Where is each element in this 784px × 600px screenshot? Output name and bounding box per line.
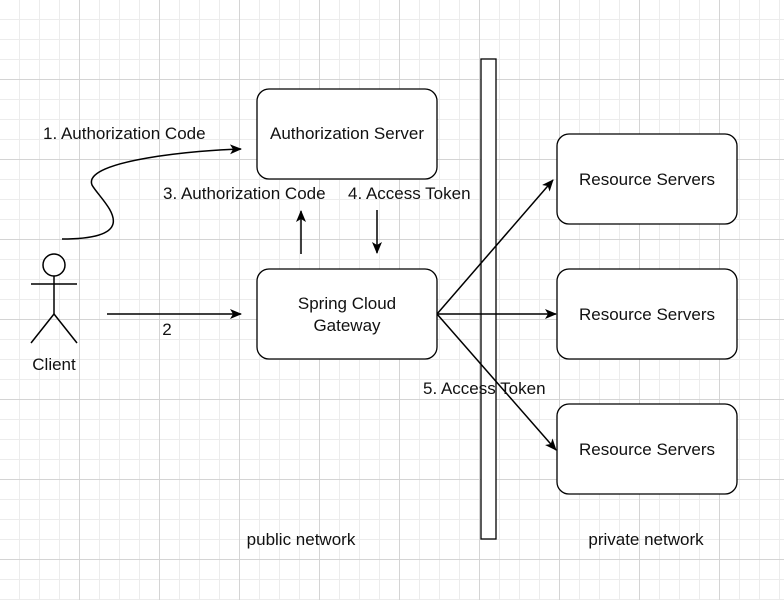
- edge-label-auth-server-to-gateway: 4. Access Token: [348, 184, 471, 203]
- client-actor-label: Client: [32, 355, 76, 374]
- resource-server-box-1: [556, 133, 738, 225]
- authorization-server-label: Authorization Server: [270, 124, 424, 143]
- resource-server-box-3: [556, 403, 738, 495]
- gateway-label-line-2: Gateway: [313, 316, 381, 335]
- resource-server-label-2: Resource Servers: [579, 305, 715, 324]
- gateway-node: Spring Cloud Gateway: [256, 268, 438, 360]
- client-actor-left-leg: [30, 313, 55, 344]
- client-actor-right-leg: [53, 313, 78, 344]
- edge-gateway-to-resource-3: [436, 313, 557, 451]
- edge-label-client-to-auth-server: 1. Authorization Code: [43, 124, 206, 143]
- zone-label-private: private network: [588, 530, 704, 549]
- resource-server-box-2: [556, 268, 738, 360]
- client-actor-head: [42, 253, 66, 277]
- edge-label-gateway-to-resources: 5. Access Token: [423, 379, 546, 398]
- gateway-box: [256, 268, 438, 360]
- gateway-label-line-1: Spring Cloud: [298, 294, 396, 313]
- network-boundary-bar: [480, 58, 497, 540]
- client-actor: Client: [30, 253, 78, 374]
- zone-label-public: public network: [247, 530, 356, 549]
- resource-server-node-2: Resource Servers: [556, 268, 738, 360]
- resource-server-label-3: Resource Servers: [579, 440, 715, 459]
- authorization-server-node: Authorization Server: [256, 88, 438, 180]
- resource-server-label-1: Resource Servers: [579, 170, 715, 189]
- resource-server-node-1: Resource Servers: [556, 133, 738, 225]
- authorization-server-box: [256, 88, 438, 180]
- edge-gateway-to-resource-1: [436, 179, 554, 315]
- edge-label-client-to-gateway: 2: [162, 320, 171, 339]
- resource-server-node-3: Resource Servers: [556, 403, 738, 495]
- edge-label-gateway-to-auth-server: 3. Authorization Code: [163, 184, 326, 203]
- edge-client-to-auth-server: [61, 144, 242, 240]
